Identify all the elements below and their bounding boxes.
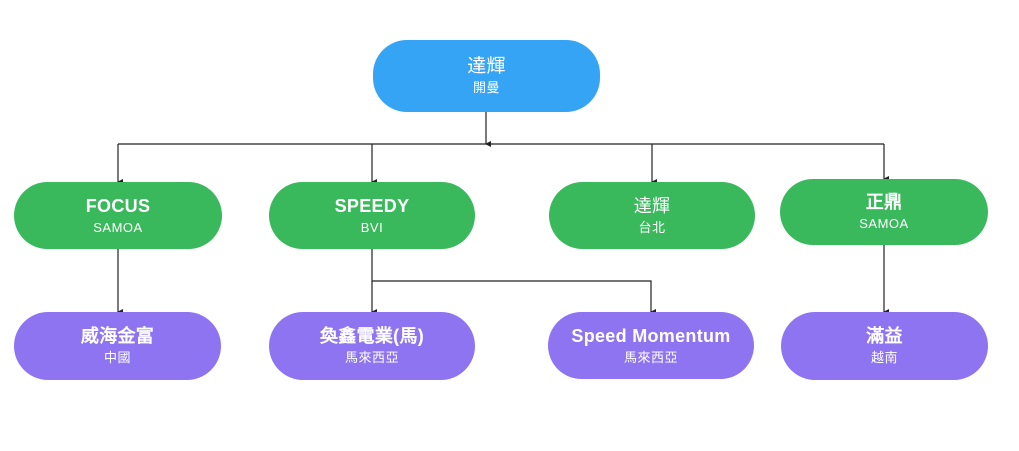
node-speed-momentum-sub: 馬來西亞 (623, 349, 678, 365)
node-huanxin-title: 奐鑫電業(馬) (319, 326, 425, 346)
node-speed-momentum: Speed Momentum 馬來西亞 (548, 312, 754, 379)
node-zhengding: 正鼎 SAMOA (780, 179, 988, 245)
node-dahui-taipei-title: 達輝 (633, 195, 671, 216)
node-zhengding-title: 正鼎 (865, 192, 903, 212)
node-weihai-jinfu-title: 威海金富 (80, 326, 155, 346)
node-manyi: 滿益 越南 (781, 312, 988, 380)
node-zhengding-sub: SAMOA (859, 216, 909, 231)
node-dahui-taipei-sub: 台北 (638, 219, 666, 235)
node-speedy-sub: BVI (360, 219, 384, 235)
connector-speedy-speedmomentum (372, 280, 656, 315)
node-speedy: SPEEDY BVI (269, 182, 475, 249)
node-root-title: 達輝 (467, 56, 506, 77)
node-speed-momentum-title: Speed Momentum (571, 325, 731, 346)
node-root-sub: 開曼 (472, 80, 500, 95)
node-focus-sub: SAMOA (93, 219, 143, 235)
node-root: 達輝 開曼 (373, 40, 600, 112)
node-huanxin-sub: 馬來西亞 (344, 350, 399, 365)
node-weihai-jinfu-sub: 中國 (103, 350, 131, 365)
node-huanxin: 奐鑫電業(馬) 馬來西亞 (269, 312, 475, 380)
node-manyi-sub: 越南 (870, 350, 898, 365)
node-speedy-title: SPEEDY (334, 195, 410, 216)
node-manyi-title: 滿益 (866, 326, 903, 346)
node-weihai-jinfu: 威海金富 中國 (14, 312, 221, 380)
node-focus-title: FOCUS (85, 195, 151, 216)
node-focus: FOCUS SAMOA (14, 182, 222, 249)
node-dahui-taipei: 達輝 台北 (549, 182, 755, 249)
